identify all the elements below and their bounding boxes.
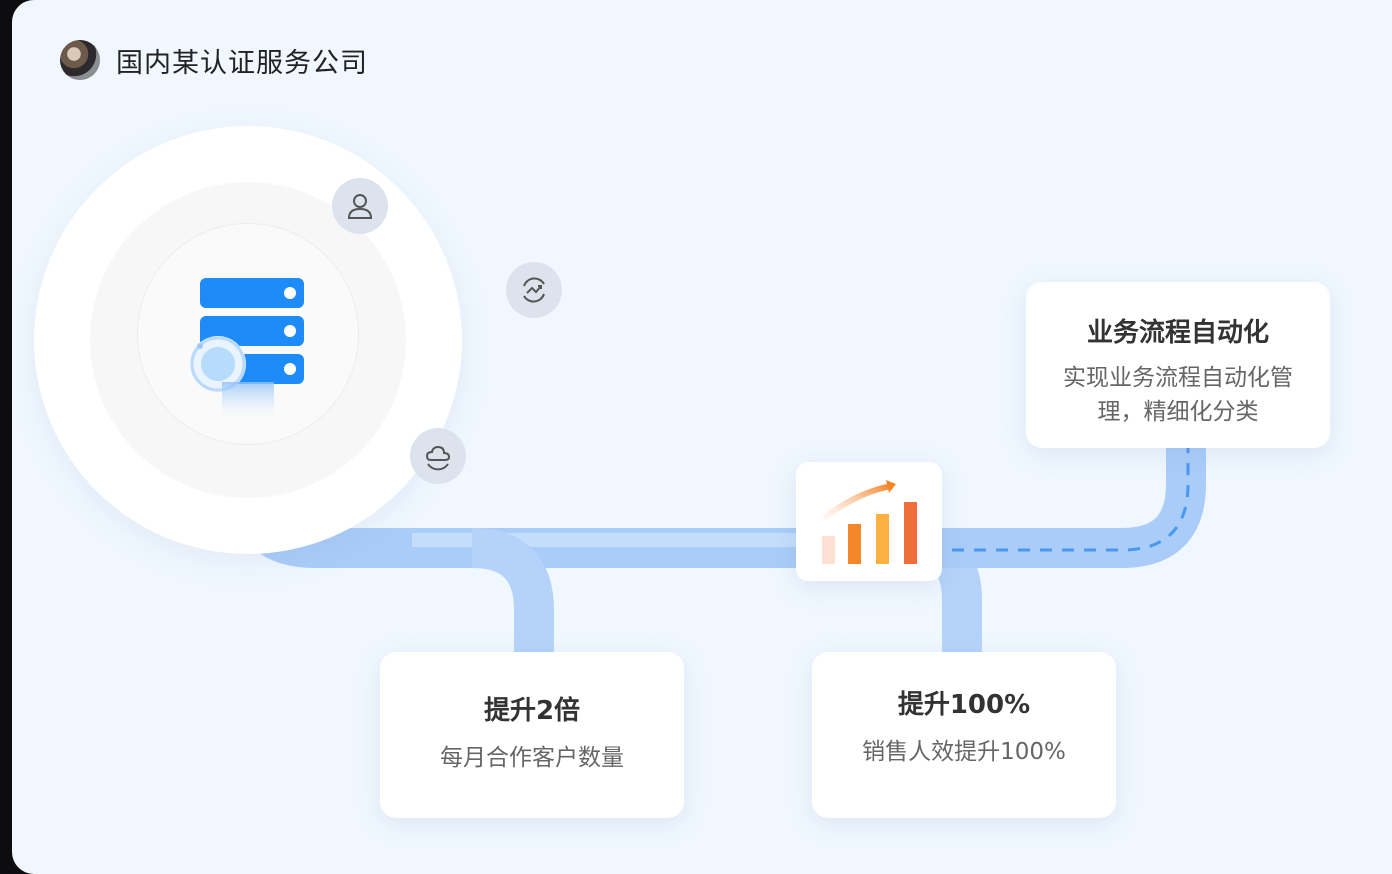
- avatar: [60, 40, 100, 80]
- card-desc-line2: 理，精细化分类: [1097, 399, 1259, 425]
- card-sales-efficiency: 提升100% 销售人效提升100%: [812, 652, 1116, 818]
- growth-chart-card: [796, 462, 942, 581]
- card-desc: 每月合作客户数量: [440, 745, 624, 771]
- card-process-automation: 业务流程自动化 实现业务流程自动化管 理，精细化分类: [1026, 282, 1330, 448]
- user-icon: [332, 178, 388, 234]
- company-name: 国内某认证服务公司: [116, 47, 368, 79]
- card-title: 提升100%: [897, 690, 1031, 720]
- cloud-sync-icon: [410, 428, 466, 484]
- header: 国内某认证服务公司: [60, 40, 368, 80]
- card-double-clients: 提升2倍 每月合作客户数量: [380, 652, 684, 818]
- card-title: 业务流程自动化: [1086, 318, 1269, 348]
- growth-bar-chart-icon: [822, 480, 917, 564]
- card-title: 提升2倍: [483, 696, 581, 726]
- card-desc: 销售人效提升100%: [862, 739, 1066, 765]
- card-desc-line1: 实现业务流程自动化管: [1063, 365, 1293, 391]
- server-stack-icon: [190, 278, 304, 424]
- trend-cycle-icon: [506, 262, 562, 318]
- main-panel: 国内某认证服务公司: [12, 0, 1392, 874]
